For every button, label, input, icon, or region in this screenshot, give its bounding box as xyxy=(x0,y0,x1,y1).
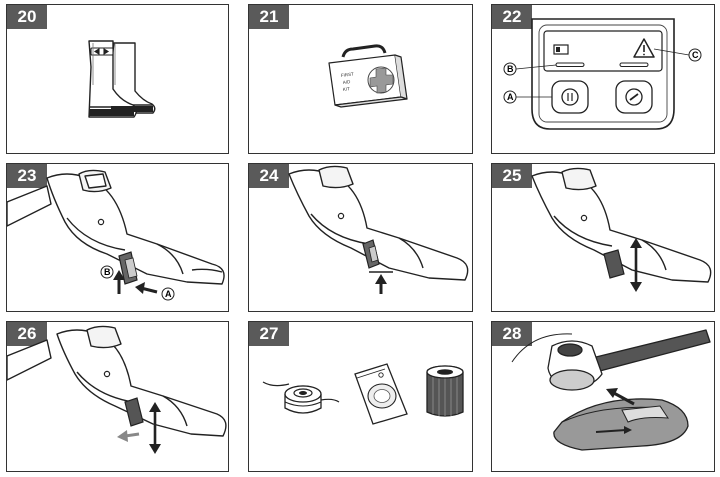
first-aid-kit-icon: FIRST AID KIT xyxy=(328,44,408,108)
boots-icon xyxy=(88,40,156,118)
panel-20: 20 xyxy=(6,4,229,154)
spool-icon xyxy=(262,381,340,414)
panel-28: 28 xyxy=(491,321,715,472)
line-package-icon xyxy=(354,363,408,425)
callout-a: A xyxy=(165,289,172,299)
handle-lever-push-icon xyxy=(288,165,469,294)
callout-b: B xyxy=(104,267,111,277)
panel-21: 21 FIRST AID KIT xyxy=(248,4,473,154)
kit-label-line-3: KIT xyxy=(343,86,351,92)
panel-number: 27 xyxy=(249,322,289,346)
spare-parts-icon xyxy=(262,363,464,425)
guard-attachment-icon xyxy=(511,329,711,451)
panel-number: 23 xyxy=(7,164,47,188)
filter-cartridge-icon xyxy=(426,365,464,417)
panel-25: 25 xyxy=(491,163,715,312)
panel-22: 22 B A C xyxy=(491,4,715,154)
panel-24: 24 xyxy=(248,163,473,312)
callout-b: B xyxy=(507,64,514,74)
panel-number: 21 xyxy=(249,5,289,29)
panel-23: 23 B A xyxy=(6,163,229,312)
panel-26: 26 xyxy=(6,321,229,472)
handle-lever-up-down-icon xyxy=(531,167,712,292)
handle-release-lever-icon: B A xyxy=(7,169,225,301)
control-panel-icon: B A C xyxy=(503,18,702,130)
kit-label-line-1: FIRST xyxy=(341,71,355,78)
callout-a: A xyxy=(507,92,514,102)
panel-number: 28 xyxy=(492,322,532,346)
panel-number: 25 xyxy=(492,164,532,188)
handle-lever-adjust-icon xyxy=(7,325,227,454)
panel-number: 20 xyxy=(7,5,47,29)
kit-label-line-2: AID xyxy=(343,79,352,85)
panel-27: 27 xyxy=(248,321,473,472)
callout-c: C xyxy=(692,50,699,60)
panel-number: 22 xyxy=(492,5,532,29)
panel-number: 24 xyxy=(249,164,289,188)
